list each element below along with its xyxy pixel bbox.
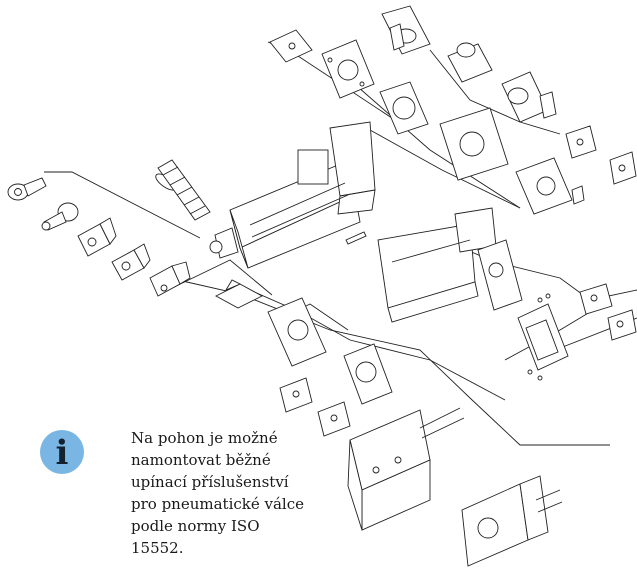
rectangular-flange [439,107,509,181]
pivot-block-1 [565,125,597,159]
bellows-boot [155,159,211,221]
swivel-clevis-top [381,5,431,55]
guide-unit-lower [461,475,563,567]
info-text: Na pohon je možné namontovat běžné upína… [131,429,304,557]
square-flange-mid [379,81,429,135]
rod-end-block [149,261,191,297]
foot-mount [215,279,263,309]
pivot-block-5 [279,377,313,413]
trunnion-kit [517,293,569,381]
swivel-mount-right [501,71,557,123]
rod-clevis [77,217,117,257]
info-icon: i [40,430,84,474]
pivot-block-4 [607,309,637,341]
trunnion-support [447,42,493,83]
pivot-block-3 [579,283,613,315]
clevis-bracket-top [269,29,313,63]
pin [345,231,367,245]
info-note: i Na pohon je možné namontovat běžné upí… [40,429,304,560]
square-flange-top [321,39,375,99]
trunnion-block-right [515,157,585,215]
electric-actuator [209,121,376,269]
foot-plate-right [477,239,523,311]
pivot-block-2 [609,151,637,185]
trunnion-flange-lower [343,343,393,405]
pivot-block-6 [317,401,351,437]
actuator-parallel [377,207,497,323]
rod-eye [7,177,47,201]
rod-clevis-2 [111,243,151,281]
flange-plate-lower [267,297,327,367]
self-aligning-coupler [41,202,79,231]
guide-unit-upper [347,407,465,531]
